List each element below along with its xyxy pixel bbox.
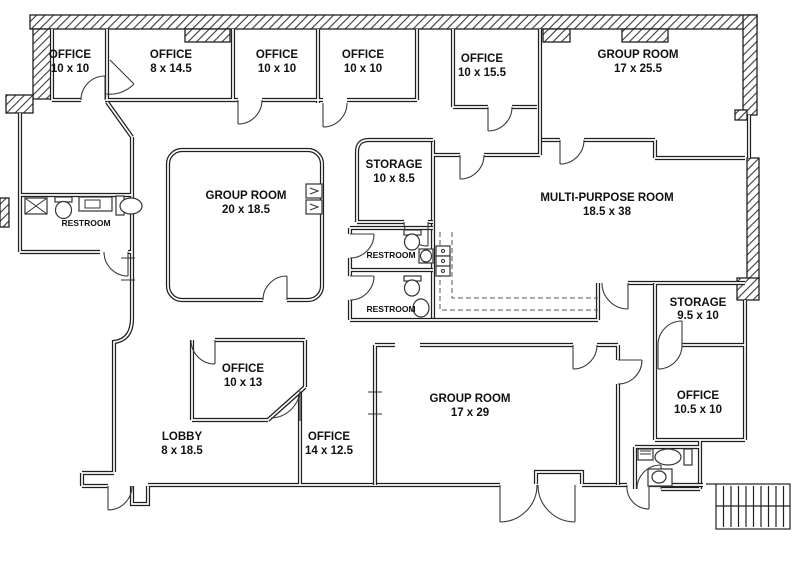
label-restroom-left: RESTROOM [61, 218, 110, 228]
label-office-2: OFFICE [150, 49, 192, 61]
restroom-mid-2-fixtures [403, 275, 430, 318]
label-group-room-3: GROUP ROOM [430, 393, 511, 405]
interior-walls [20, 29, 749, 504]
label-office-8: OFFICE [308, 431, 350, 443]
exterior-wall-left-stub [0, 197, 10, 228]
door-restroom-left [103, 251, 129, 277]
label-restroom-mid-2: RESTROOM [366, 304, 415, 314]
shelf-icon [305, 199, 323, 215]
label-storage-1: STORAGE [366, 159, 423, 171]
label-office-8-dims: 14 x 12.5 [305, 445, 354, 457]
exterior-wall-right-top [742, 14, 758, 116]
label-lobby-dims: 8 x 18.5 [161, 445, 203, 457]
label-storage-2: STORAGE [670, 297, 727, 309]
door-office-3 [237, 99, 263, 125]
label-multi-purpose-dims: 18.5 x 38 [583, 206, 632, 218]
exterior-wall-tab-2 [542, 28, 571, 43]
restroom-left-fixtures [24, 195, 143, 220]
room-labels: OFFICE 10 x 10 OFFICE 8 x 14.5 OFFICE 10… [49, 49, 727, 457]
door-restroom-mid-1 [349, 233, 375, 259]
door-bottom-double-right [537, 484, 576, 523]
kitchen-sink-icon [435, 255, 451, 267]
label-office-2-dims: 8 x 14.5 [150, 63, 192, 75]
label-restroom-mid-1: RESTROOM [366, 250, 415, 260]
label-office-6: OFFICE [677, 390, 719, 402]
door-office-2 [105, 59, 135, 95]
label-group-room-3-dims: 17 x 29 [451, 407, 489, 419]
group-room-2-closet [305, 183, 323, 215]
label-lobby: LOBBY [162, 431, 203, 443]
shelf-icon [305, 183, 323, 199]
label-storage-2-dims: 9.5 x 10 [677, 310, 719, 322]
kitchen-sink-icon [435, 245, 451, 257]
exterior-walls [0, 14, 760, 301]
exterior-wall-left-block [32, 28, 52, 100]
exterior-wall-left-bay [5, 94, 34, 114]
label-office-4: OFFICE [342, 49, 384, 61]
door-storage-2 [657, 320, 683, 346]
door-lobby-entry [107, 485, 133, 511]
label-office-7: OFFICE [222, 363, 264, 375]
wall-grouproom3 [375, 345, 618, 485]
label-office-4-dims: 10 x 10 [344, 63, 382, 75]
stairs [706, 483, 791, 530]
label-group-room-1: GROUP ROOM [598, 49, 679, 61]
restroom-mid-1-fixtures [403, 229, 434, 264]
exterior-wall-tab-3 [621, 28, 669, 43]
exterior-wall-top [29, 14, 758, 30]
label-office-6-dims: 10.5 x 10 [674, 404, 722, 416]
kitchen-counter [435, 232, 598, 311]
exterior-wall-right-step [734, 109, 748, 121]
label-office-1: OFFICE [49, 49, 91, 61]
door-bottom-double-left [499, 484, 538, 523]
wall-lobby-restroom-left [20, 102, 703, 504]
door-office-4 [322, 102, 348, 128]
doors [80, 59, 683, 523]
label-office-5-dims: 10 x 15.5 [458, 67, 507, 79]
label-group-room-2: GROUP ROOM [206, 190, 287, 202]
sink-icon [412, 298, 430, 318]
label-multi-purpose: MULTI-PURPOSE ROOM [540, 192, 673, 204]
exterior-wall-tab-1 [184, 28, 231, 43]
label-office-5: OFFICE [461, 53, 503, 65]
door-group-room-2 [262, 275, 288, 301]
label-office-7-dims: 10 x 13 [224, 377, 262, 389]
door-multi-purpose [459, 154, 485, 180]
label-group-room-2-dims: 20 x 18.5 [222, 204, 271, 216]
kitchen-sink-icon [435, 265, 451, 277]
label-group-room-1-dims: 17 x 25.5 [614, 63, 663, 75]
door-group-room-1 [559, 139, 585, 165]
door-group-room-3-side [617, 359, 643, 385]
toilet-icon [683, 448, 693, 466]
restroom-small-fixtures [637, 448, 693, 487]
door-office-7 [190, 339, 216, 365]
label-office-1-dims: 10 x 10 [51, 63, 89, 75]
door-bottom-right-corridor [626, 484, 650, 510]
sink-counter-icon [78, 196, 113, 212]
door-office-6 [657, 344, 683, 370]
door-office-5 [487, 106, 513, 132]
door-restroom-mid-2 [349, 275, 375, 301]
door-mpr-south [601, 282, 629, 310]
label-office-3-dims: 10 x 10 [258, 63, 296, 75]
door-group-room-3-top [572, 344, 598, 370]
door-office-7-diagonal [270, 390, 301, 421]
window-ticks [121, 257, 382, 415]
label-office-3: OFFICE [256, 49, 298, 61]
wall-grouproom2 [168, 150, 322, 300]
exterior-wall-right-mid [746, 157, 760, 281]
wall-top-offices [52, 29, 540, 140]
door-office-1 [80, 75, 106, 101]
label-storage-1-dims: 10 x 8.5 [373, 173, 415, 185]
